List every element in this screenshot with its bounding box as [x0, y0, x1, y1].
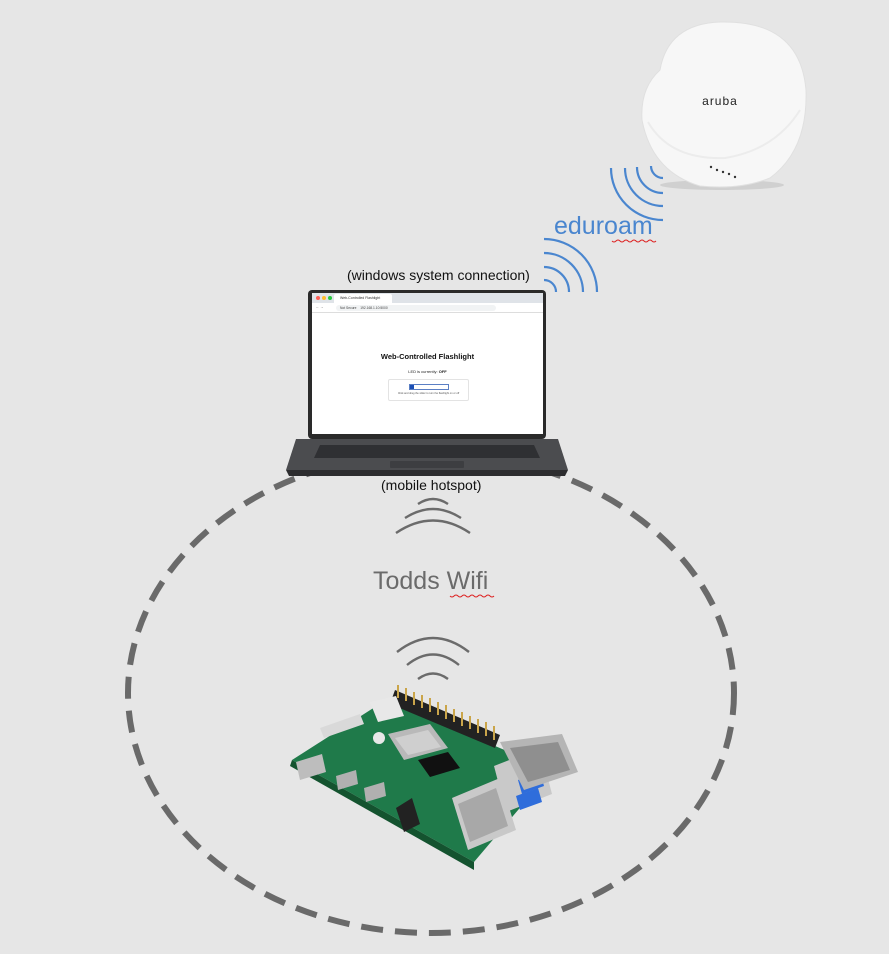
mobile-hotspot-label: (mobile hotspot): [381, 477, 482, 493]
windows-connection-label: (windows system connection): [347, 267, 530, 283]
browser-tab-bar: Web-Controlled Flashlight: [312, 293, 543, 303]
slider-fill: [410, 385, 414, 389]
todds-wifi-boundary: [125, 450, 737, 936]
led-status-value: OFF: [438, 369, 447, 374]
led-status-label: LED is currently:: [408, 369, 438, 374]
minimize-dot-icon[interactable]: [322, 296, 326, 300]
maximize-dot-icon[interactable]: [328, 296, 332, 300]
url-security-label: Not Secure: [340, 305, 357, 310]
eduroam-label: eduroam: [554, 212, 653, 240]
led-status: LED is currently: OFF: [312, 369, 543, 374]
flashlight-slider[interactable]: [409, 384, 449, 390]
todds-wifi-label: Todds Wifi: [373, 567, 489, 595]
eduroam-spellcheck-squiggle: [611, 239, 657, 243]
laptop-screen: Web-Controlled Flashlight ← → Not Secure…: [312, 293, 543, 434]
flashlight-control-card: Click and drag the slider to turn the fl…: [388, 379, 469, 401]
pi-wifi-signal-icon: [396, 636, 470, 680]
url-field[interactable]: Not Secure 192.168.1.10:5000: [336, 304, 496, 311]
hotspot-wifi-signal-icon: [395, 497, 471, 534]
slider-hint: Click and drag the slider to turn the fl…: [397, 392, 460, 395]
ap-wifi-signal-icon: [609, 165, 664, 222]
close-dot-icon[interactable]: [316, 296, 320, 300]
aruba-logo: aruba: [702, 94, 738, 108]
nav-arrows-icon[interactable]: ← →: [316, 305, 324, 309]
browser-tab[interactable]: Web-Controlled Flashlight: [334, 294, 392, 303]
aruba-access-point: [641, 21, 807, 190]
page-title: Web-Controlled Flashlight: [380, 352, 475, 361]
raspberry-pi-board: [290, 685, 578, 870]
url-text: 192.168.1.10:5000: [360, 305, 388, 310]
laptop-wifi-signal-icon: [543, 237, 599, 293]
wifi-spellcheck-squiggle: [449, 594, 495, 598]
browser-address-bar[interactable]: ← → Not Secure 192.168.1.10:5000: [312, 303, 543, 313]
